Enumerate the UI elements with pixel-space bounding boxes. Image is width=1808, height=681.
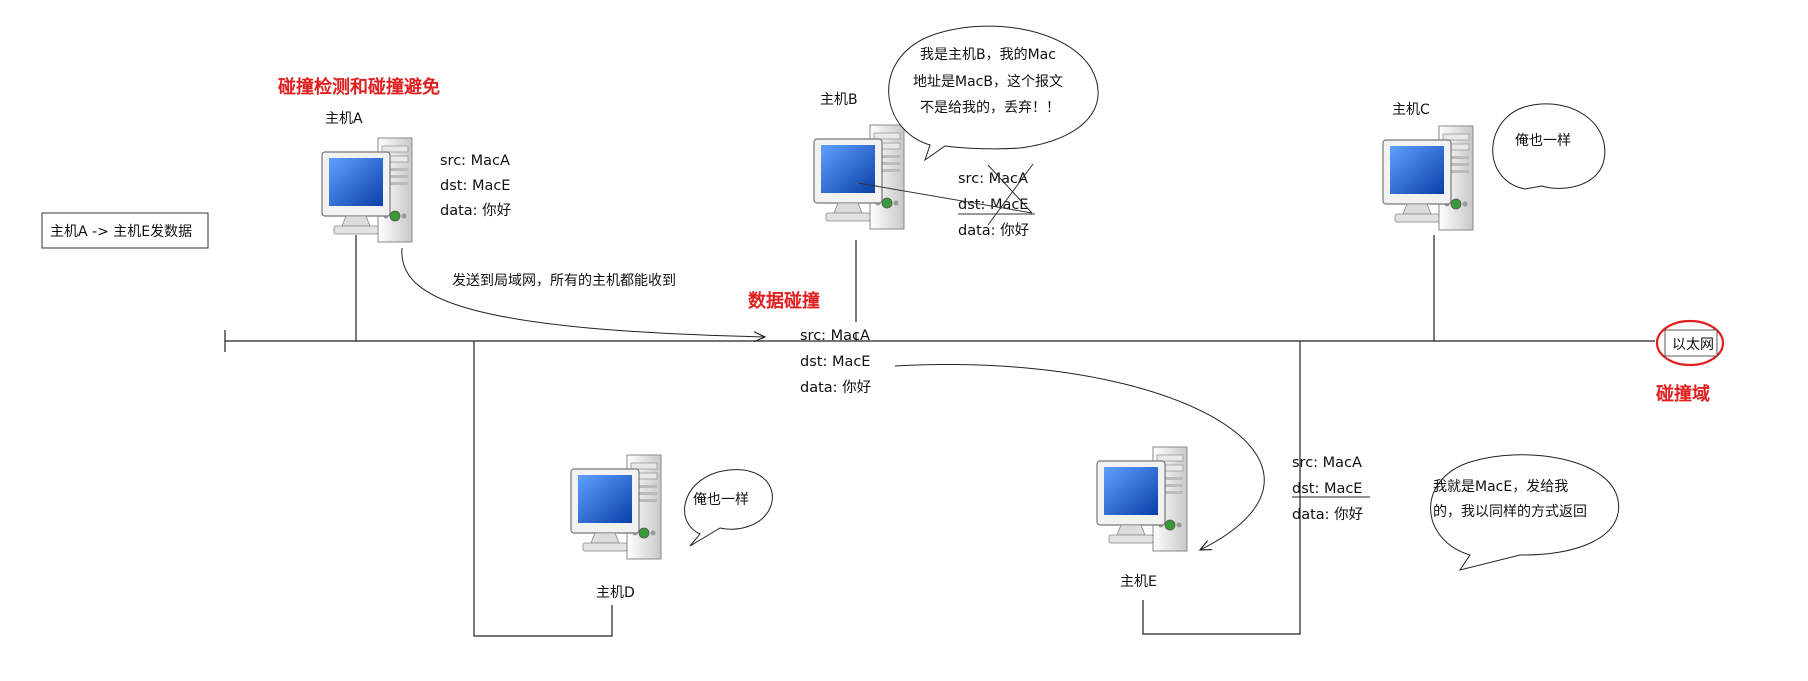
speech-bubble-icon xyxy=(1492,103,1606,190)
bus-dst: dst: MacE xyxy=(800,354,870,370)
title-data-collision: 数据碰撞 xyxy=(748,290,820,312)
title-collision-detect: 碰撞检测和碰撞避免 xyxy=(278,76,440,98)
bubble-b-line2: 地址是MacB，这个报文 xyxy=(913,73,1063,90)
bubble-b-line1: 我是主机B，我的Mac xyxy=(920,47,1056,63)
bubble-e-line2: 的，我以同样的方式返回 xyxy=(1433,504,1587,520)
broadcast-arrow xyxy=(401,247,767,343)
host-d-label: 主机D xyxy=(596,585,635,601)
send-box-label: 主机A -> 主机E发数据 xyxy=(50,224,192,240)
bubble-d: 俺也一样 xyxy=(693,492,749,508)
host-d: 主机D 俺也一样 xyxy=(570,454,773,601)
host-b-src: src: MacA xyxy=(958,171,1028,187)
computer-icon xyxy=(1382,125,1474,231)
host-a: 主机A src: MacA dst: MacE data: 你好 xyxy=(321,111,511,243)
host-e-data: data: 你好 xyxy=(1292,506,1363,523)
send-box: 主机A -> 主机E发数据 xyxy=(41,212,209,249)
host-a-data: data: 你好 xyxy=(440,202,511,219)
host-a-label: 主机A xyxy=(325,111,363,127)
bubble-b-line3: 不是给我的，丢弃！！ xyxy=(920,100,1060,116)
delivery-arrow xyxy=(894,364,1265,551)
speech-bubble-icon xyxy=(888,25,1099,162)
host-b: 主机B 我是主机B，我的Mac 地址是MacB，这个报文 不是给我的，丢弃！！ … xyxy=(813,25,1099,239)
host-e: 主机E src: MacA dst: MacE data: 你好 我就是MacE… xyxy=(1096,446,1620,590)
computer-icon xyxy=(570,454,662,560)
host-b-label: 主机B xyxy=(820,92,858,108)
computer-icon xyxy=(321,137,413,243)
host-c: 主机C 俺也一样 xyxy=(1382,102,1606,231)
speech-bubble-icon xyxy=(684,469,773,547)
computer-icon xyxy=(813,124,905,230)
host-e-dst: dst: MacE xyxy=(1292,481,1362,497)
computer-icon xyxy=(1096,446,1188,552)
ethernet-bus xyxy=(224,235,1655,637)
ethernet-label: 以太网 xyxy=(1655,319,1725,367)
host-e-src: src: MacA xyxy=(1292,455,1362,471)
bus-src: src: MacA xyxy=(800,328,870,344)
host-a-src: src: MacA xyxy=(440,153,510,169)
host-a-dst: dst: MacE xyxy=(440,178,510,194)
bus-data: data: 你好 xyxy=(800,379,871,396)
bubble-e-line1: 我就是MacE，发给我 xyxy=(1433,479,1568,495)
bubble-c: 俺也一样 xyxy=(1515,133,1571,149)
host-e-label: 主机E xyxy=(1120,574,1157,590)
cross-out-mark xyxy=(857,163,1035,226)
host-b-data: data: 你好 xyxy=(958,222,1029,239)
host-c-label: 主机C xyxy=(1392,102,1430,118)
speech-bubble-icon xyxy=(1430,454,1620,571)
broadcast-note: 发送到局域网，所有的主机都能收到 xyxy=(452,273,676,289)
title-collision-domain: 碰撞域 xyxy=(1656,383,1710,405)
ethernet-text: 以太网 xyxy=(1672,337,1714,353)
